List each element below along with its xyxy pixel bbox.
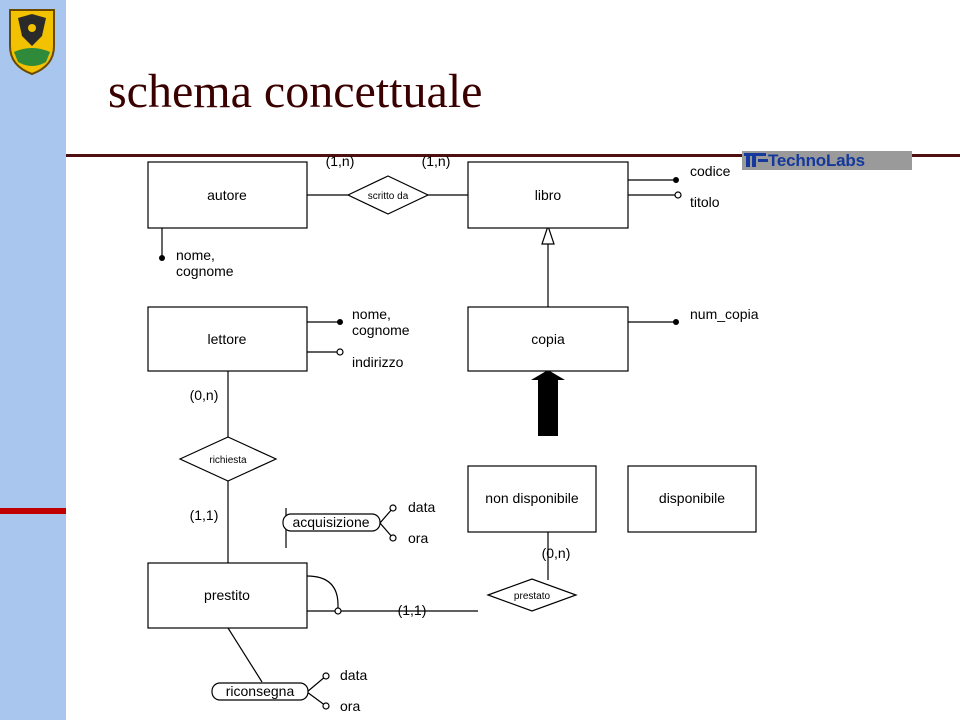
label-libro: libro <box>535 187 562 203</box>
title-underline <box>66 154 960 157</box>
label-prestato: prestato <box>514 591 551 602</box>
sidebar-band <box>0 0 66 720</box>
entity-autore <box>147 161 308 229</box>
line-ric-ora <box>306 691 327 707</box>
attr-marker-ric-data <box>322 672 330 680</box>
attr-lettore-nome: nome, <box>352 306 391 322</box>
relationship-richiesta <box>178 436 278 482</box>
entity-copia <box>467 306 629 372</box>
label-disponibile: disponibile <box>659 490 725 506</box>
entity-lettore <box>147 306 308 372</box>
attr-autore-nome: nome, <box>176 247 215 263</box>
attr-indirizzo: indirizzo <box>352 354 404 370</box>
entity-non-disponibile <box>467 465 597 533</box>
attr-marker-titolo <box>674 191 682 199</box>
attr-codice: codice <box>690 163 731 179</box>
isa-arrow-icon <box>541 224 555 245</box>
label-autore: autore <box>207 187 247 203</box>
attr-num-copia: num_copia <box>690 306 759 322</box>
attr-autore-cognome: cognome <box>176 263 234 279</box>
relationship-prestato <box>486 578 578 612</box>
slide-title: schema concettuale <box>108 65 483 118</box>
attr-ric-data: data <box>340 667 367 683</box>
relationship-riconsegna <box>211 682 309 701</box>
card-prestito-prestato: (1,1) <box>398 602 427 618</box>
entity-libro <box>467 161 629 229</box>
attr-marker-acq-data <box>389 504 397 512</box>
attr-marker-acquisizione-link <box>334 607 342 615</box>
attr-marker-lettore-nome <box>337 319 343 325</box>
attr-titolo: titolo <box>690 194 720 210</box>
label-acquisizione: acquisizione <box>292 514 369 530</box>
card-nondisp-prestato: (0,n) <box>542 545 571 561</box>
attr-ric-ora: ora <box>340 698 360 714</box>
line-prestito-acquisizione <box>306 575 339 611</box>
sidebar-accent <box>0 508 66 514</box>
card-autore-scritto: (1,n) <box>326 153 355 169</box>
relationship-acquisizione <box>282 513 381 532</box>
generalization-stem <box>538 380 558 436</box>
attr-marker-acq-ora <box>389 534 397 542</box>
attr-marker-autore-nome <box>159 255 165 261</box>
label-prestito: prestito <box>204 587 250 603</box>
card-richiesta-prestito: (1,1) <box>190 507 219 523</box>
label-scritto-da: scritto da <box>368 191 409 202</box>
card-lettore-richiesta: (0,n) <box>190 387 219 403</box>
attr-acq-ora: ora <box>408 530 428 546</box>
technolabs-logo <box>742 151 912 170</box>
attr-marker-indirizzo <box>336 348 344 356</box>
label-non-disponibile: non disponibile <box>485 490 579 506</box>
attr-marker-codice <box>673 177 679 183</box>
label-riconsegna: riconsegna <box>226 683 295 699</box>
technolabs-logo-text: TechnoLabs <box>768 151 865 170</box>
entity-prestito <box>147 562 308 629</box>
label-lettore: lettore <box>208 331 247 347</box>
attr-acq-data: data <box>408 499 435 515</box>
relationship-scritto-da <box>346 175 430 215</box>
label-copia: copia <box>531 331 565 347</box>
attr-lettore-cognome: cognome <box>352 322 410 338</box>
technolabs-mark-icon <box>744 153 768 167</box>
line-prestito-riconsegna <box>227 627 263 683</box>
generalization-arrow-icon <box>531 370 565 380</box>
crest-logo <box>9 9 55 76</box>
attr-marker-ric-ora <box>322 702 330 710</box>
entity-disponibile <box>627 465 757 533</box>
card-libro-scritto: (1,n) <box>422 153 451 169</box>
line-ric-data <box>306 675 327 693</box>
label-richiesta: richiesta <box>209 455 247 466</box>
attr-marker-num-copia <box>673 319 679 325</box>
